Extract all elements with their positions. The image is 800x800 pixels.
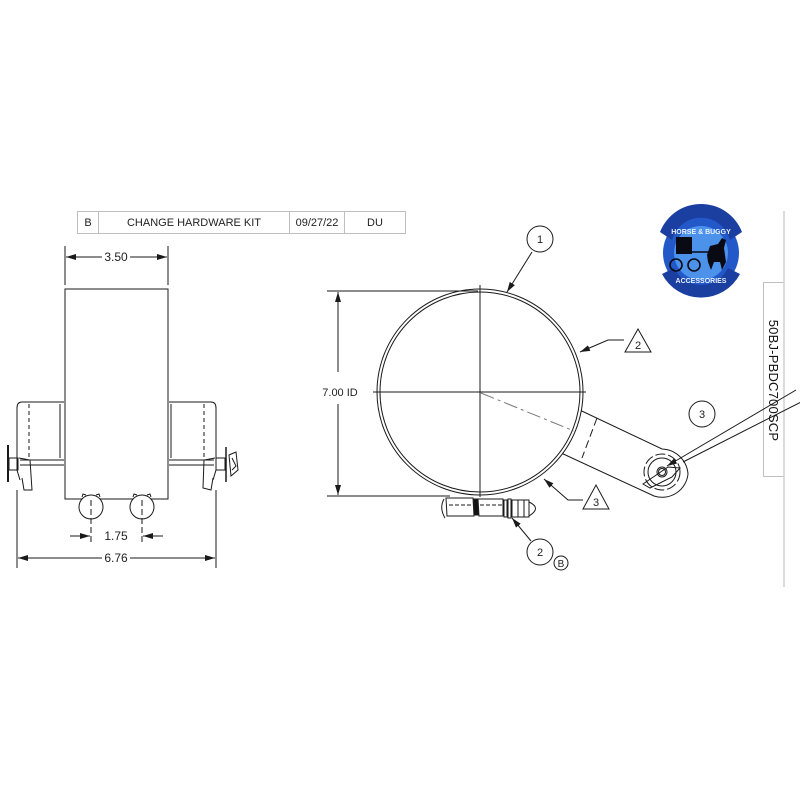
rev-marker-label: B — [558, 559, 565, 570]
dim-pin-spacing-label: 1.75 — [104, 529, 128, 543]
rev-date: 09/27/22 — [289, 211, 345, 234]
triangle-balloon-2-label: 2 — [635, 340, 641, 352]
front-view — [327, 251, 800, 542]
rev-description: CHANGE HARDWARE KIT — [98, 211, 290, 234]
dim-width-label: 3.50 — [104, 250, 128, 264]
revision-table: B CHANGE HARDWARE KIT 09/27/22 DU — [77, 211, 406, 234]
triangle-balloon-3-label: 3 — [593, 497, 599, 509]
revision-row: B CHANGE HARDWARE KIT 09/27/22 DU — [77, 211, 406, 234]
dim-diameter-label: 7.00 ID — [322, 387, 358, 399]
logo-top-text: HORSE & BUGGY — [671, 229, 731, 236]
triangle-balloon-2 — [624, 327, 652, 353]
triangle-balloon-3 — [582, 483, 610, 510]
balloon-3-label: 3 — [699, 409, 705, 421]
balloon-2 — [526, 538, 554, 566]
dim-overall-label: 6.76 — [104, 551, 128, 565]
logo-bottom-text: ACCESSORIES — [676, 278, 727, 285]
balloon-1 — [526, 225, 554, 253]
horse-buggy-logo: HORSE & BUGGY ACCESSORIES — [660, 203, 742, 298]
part-number-box: 50BJ-PBDC700SCP — [763, 282, 784, 477]
balloon-2-label: 2 — [537, 547, 543, 559]
rev-marker-circle — [553, 555, 569, 571]
rev-by: DU — [344, 211, 406, 234]
side-view — [7, 246, 239, 568]
balloon-3 — [688, 400, 716, 428]
balloon-1-label: 1 — [537, 234, 543, 246]
